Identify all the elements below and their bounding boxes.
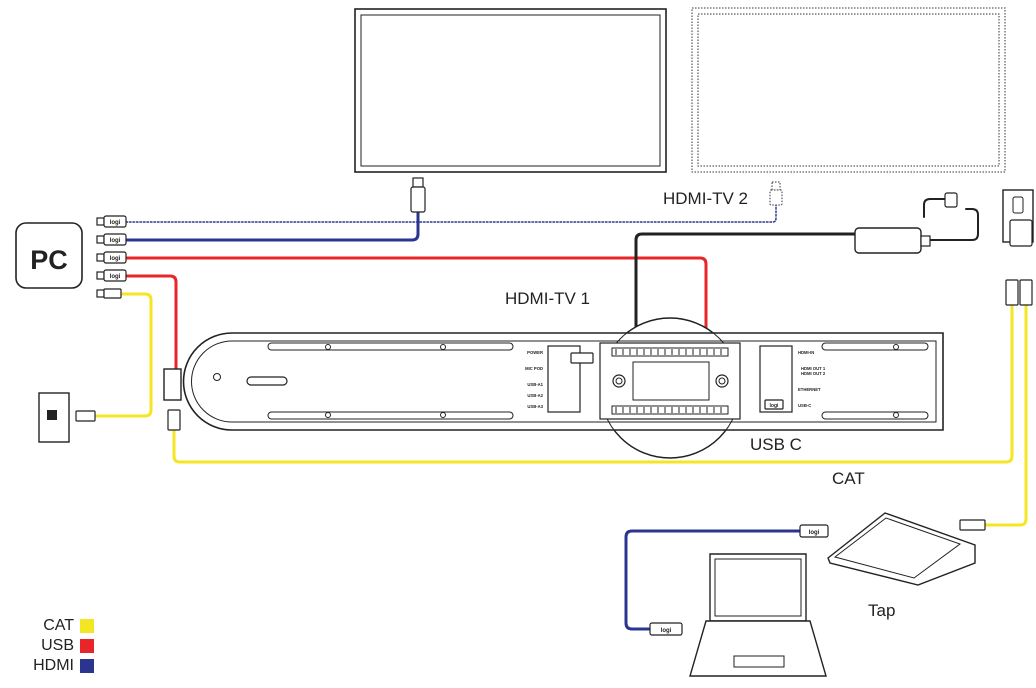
legend: CAT USB HDMI [14, 616, 94, 676]
cat-cable-bar-to-tap [172, 303, 1014, 464]
logi-tag: logi [110, 220, 121, 226]
wall-outlet [1002, 189, 1034, 306]
legend-swatch [80, 619, 94, 633]
usb-cable-pc-to-extender [124, 274, 178, 371]
legend-label: CAT [43, 617, 74, 634]
port-label: MIC POD [525, 366, 543, 371]
fin-ticks [615, 349, 722, 413]
usb-c-connector [764, 399, 784, 410]
power-cable-to-outlet [929, 208, 979, 241]
hdmi-tv2-label: HDMI-TV 2 [663, 189, 748, 208]
logi-tag: logi [110, 238, 121, 244]
legend-swatch [80, 639, 94, 653]
laptop: logi [649, 553, 827, 677]
power-adapter [854, 192, 958, 254]
logi-tag: logi [661, 628, 672, 634]
port-label: POWER [527, 350, 543, 355]
port-label: HDMI-IN [798, 350, 814, 355]
legend-item-hdmi: HDMI [14, 656, 94, 676]
rally-bar [182, 317, 944, 459]
pc-connectors [96, 215, 127, 299]
power-cord-plug [923, 198, 946, 218]
port-label: USB-A1 [527, 382, 543, 387]
tv1-hdmi-connector [410, 177, 426, 213]
tap-label: Tap [868, 601, 895, 620]
pc-label: PC [30, 245, 68, 275]
tap-device [827, 512, 986, 586]
logi-tag: logi [770, 403, 779, 409]
legend-label: HDMI [33, 657, 74, 674]
legend-label: USB [41, 637, 74, 654]
extender-box [163, 368, 182, 431]
port-label: HDMI OUT 2 [801, 371, 826, 376]
hdmi-cable-tv2 [125, 204, 777, 223]
cat-cable-pc-to-wall [93, 292, 153, 418]
port-label: HDMI OUT 1 [801, 366, 826, 371]
hdmi-cable-tv1 [124, 210, 420, 242]
logi-tag: logi [809, 530, 820, 536]
usb-c-label: USB C [750, 435, 802, 454]
hdmi-tv1-label: HDMI-TV 1 [505, 289, 590, 308]
tv-1 [354, 8, 667, 173]
cat-cable-tap [983, 303, 1028, 527]
bar-port-labels-left: POWER MIC POD USB-A1 USB-A2 USB-A3 [525, 350, 544, 409]
tv2-hdmi-connector [769, 181, 783, 206]
port-label: USB-A3 [527, 404, 543, 409]
tv-2 [691, 7, 1006, 173]
bar-port-labels-right: HDMI-IN HDMI OUT 1 HDMI OUT 2 ETHERNET U… [798, 350, 826, 408]
port-label: USB-A2 [527, 393, 543, 398]
legend-item-usb: USB [14, 636, 94, 656]
legend-swatch [80, 659, 94, 673]
pc-box: PC [15, 222, 83, 289]
port-label: ETHERNET [798, 387, 821, 392]
tap-hdmi-connector: logi [799, 524, 829, 538]
logi-tag: logi [110, 274, 121, 280]
legend-item-cat: CAT [14, 616, 94, 636]
cat-label: CAT [832, 469, 865, 488]
wall-jack [38, 392, 96, 443]
logi-tag: logi [110, 256, 121, 262]
hdmi-cable-laptop [624, 529, 802, 631]
port-label: USB-C [798, 403, 811, 408]
power-connector [570, 352, 594, 364]
